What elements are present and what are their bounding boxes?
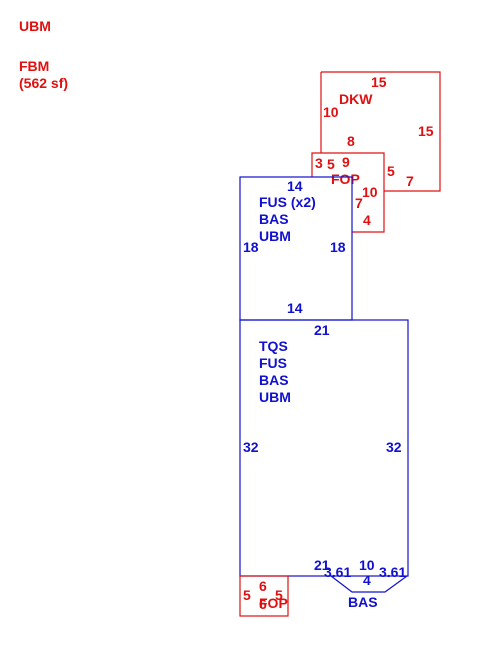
upper-block-label-2: BAS: [259, 211, 289, 227]
upper-porch-dim-bottom: 4: [363, 212, 371, 228]
lower-porch-dim-bottom: 6: [259, 596, 267, 612]
bay-dim-right: 3.61: [379, 564, 406, 580]
upper-porch-dim-top: 9: [342, 154, 350, 170]
deck-dim-inner: 8: [347, 133, 355, 149]
upper-porch-dim-a: 3: [315, 155, 323, 171]
upper-block-label-3: UBM: [259, 228, 291, 244]
bay-dim-bottom: 4: [363, 572, 371, 588]
upper-block-label-1: FUS (x2): [259, 194, 316, 210]
deck-label: DKW: [339, 91, 373, 107]
main-block-label-3: BAS: [259, 372, 289, 388]
upper-porch-label: FOP: [331, 171, 360, 187]
upper-porch-dim-mid: 7: [355, 195, 363, 211]
upper-porch-dim-right: 10: [362, 184, 378, 200]
upper-block-dim-top: 14: [287, 178, 303, 194]
lower-porch-label: FOP: [259, 595, 288, 611]
main-block-label-2: FUS: [259, 355, 287, 371]
bay-outline: [330, 575, 408, 593]
main-block-dim-bottom: 21: [314, 557, 330, 573]
main-block-label-4: UBM: [259, 389, 291, 405]
lower-porch-dim-right: 5: [275, 587, 283, 603]
main-block-outline: [239, 319, 409, 577]
bay-dim-top: 10: [359, 557, 375, 573]
deck-dim-left: 10: [323, 104, 339, 120]
deck-dim-top: 15: [371, 74, 387, 90]
lower-porch-outline: [239, 575, 289, 617]
bay-label: BAS: [348, 594, 378, 610]
deck-dim-right: 15: [418, 123, 434, 139]
main-block-dim-left: 32: [243, 439, 259, 455]
bay-dim-left: 3.61: [324, 564, 351, 580]
upper-block-dim-bottom: 14: [287, 300, 303, 316]
lower-porch-dim-top: 6: [259, 578, 267, 594]
legend-fbm: FBM: [19, 58, 49, 74]
deck-dim-bottom: 7: [406, 173, 414, 189]
lower-porch-dim-left: 5: [243, 587, 251, 603]
main-block-dim-top: 21: [314, 322, 330, 338]
legend-ubm: UBM: [19, 18, 51, 34]
main-block-dim-right: 32: [386, 439, 402, 455]
legend-area: (562 sf): [19, 75, 68, 91]
upper-porch-dim-b: 5: [327, 156, 335, 172]
upper-block-dim-left: 18: [243, 239, 259, 255]
upper-block-dim-right: 18: [330, 239, 346, 255]
main-block-label-1: TQS: [259, 338, 288, 354]
upper-porch-outline: [311, 152, 385, 233]
deck-outline: [320, 71, 441, 192]
deck-dim-step: 5: [387, 163, 395, 179]
